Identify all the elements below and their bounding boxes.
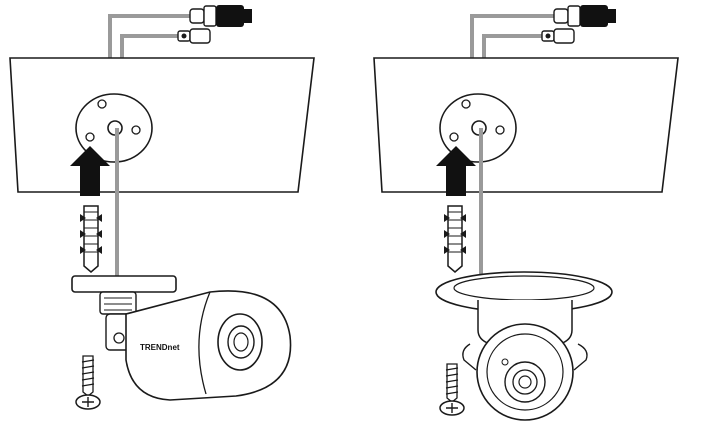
screw-icon bbox=[75, 355, 101, 410]
brand-label: TRENDnet bbox=[140, 343, 180, 352]
bullet-camera-icon: TRENDnet bbox=[71, 275, 292, 401]
screw-hole-icon bbox=[495, 125, 505, 135]
wall-anchor-icon bbox=[444, 205, 466, 273]
dome-camera-icon bbox=[435, 271, 613, 421]
ceiling-plate-icon bbox=[9, 57, 315, 193]
wall-anchor-icon bbox=[80, 205, 102, 273]
screw-hole-icon bbox=[97, 99, 107, 109]
arrow-up-icon bbox=[436, 146, 476, 196]
screw-icon bbox=[439, 363, 465, 416]
cable-connector-icon bbox=[470, 5, 616, 62]
ceiling-plate-icon bbox=[373, 57, 679, 193]
screw-hole-icon bbox=[85, 132, 95, 142]
arrow-up-icon bbox=[70, 146, 110, 196]
right-panel bbox=[373, 5, 679, 421]
screw-hole-icon bbox=[131, 125, 141, 135]
left-panel: TRENDnet bbox=[9, 5, 315, 410]
cable-connector-icon bbox=[108, 5, 252, 62]
screw-hole-icon bbox=[449, 132, 459, 142]
screw-hole-icon bbox=[461, 99, 471, 109]
